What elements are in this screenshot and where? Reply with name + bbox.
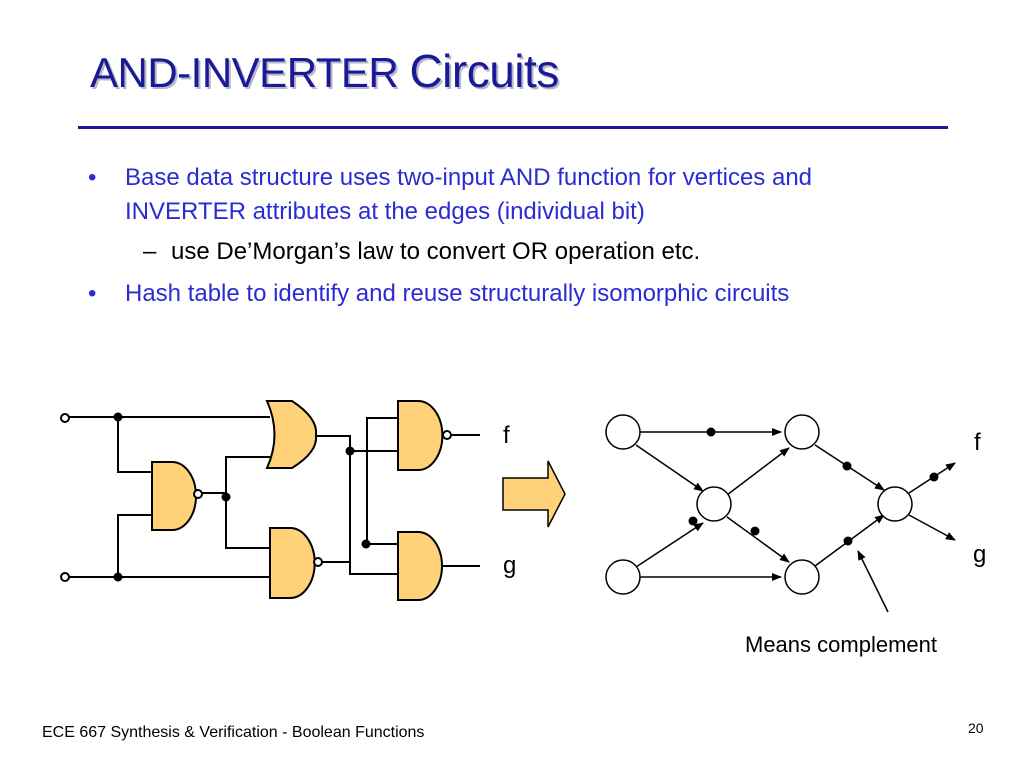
circuit-output-g-label: g [503, 552, 517, 579]
and-gate-left [151, 461, 203, 531]
bullet-marker: • [88, 280, 97, 307]
sub-bullet-item: – use De’Morgan’s law to convert OR oper… [143, 235, 871, 269]
bullet-item-2: • Hash table to identify and reuse struc… [88, 277, 945, 311]
or-gate [265, 400, 318, 469]
graph-output-g-label: g [973, 541, 987, 568]
inverter-bubble [313, 557, 323, 567]
and-gate-f [397, 400, 452, 471]
title-underline [78, 126, 948, 129]
bullet-text: Hash table to identify and reuse structu… [125, 280, 790, 307]
and-gate-g [397, 531, 443, 601]
sub-bullet-marker: – [143, 238, 157, 265]
aig-and-node [877, 486, 913, 522]
aig-input-node [605, 414, 641, 450]
logic-circuit [60, 413, 480, 582]
input-terminal-top [60, 413, 70, 423]
page-number: 20 [968, 720, 984, 736]
bullet-marker: • [88, 164, 97, 191]
circuit-output-f-label: f [503, 422, 510, 449]
title-part1: AND-INVERTER [90, 49, 410, 96]
input-terminal-bottom [60, 572, 70, 582]
inverter-bubble [442, 430, 452, 440]
aig-and-node [696, 486, 732, 522]
complement-dots [688, 427, 939, 546]
and-gate-lower [269, 527, 323, 599]
footer-text: ECE 667 Synthesis & Verification - Boole… [42, 724, 425, 741]
slide-title: AND-INVERTER Circuits [90, 44, 559, 98]
transform-arrow [502, 460, 566, 528]
bullet-text: Base data structure uses two-input AND f… [125, 164, 813, 225]
sub-bullet-text: use De’Morgan’s law to convert OR operat… [171, 238, 701, 265]
complement-note: Means complement [745, 632, 937, 657]
title-part2: Circuits [409, 45, 559, 97]
graph-output-f-label: f [974, 429, 981, 456]
bullet-item-1: • Base data structure uses two-input AND… [88, 161, 915, 229]
aig-nodes [605, 414, 913, 595]
junction-dots [113, 412, 371, 582]
aig-and-node [784, 559, 820, 595]
aig-and-node [784, 414, 820, 450]
inverter-bubble [193, 489, 203, 499]
aig-input-node [605, 559, 641, 595]
